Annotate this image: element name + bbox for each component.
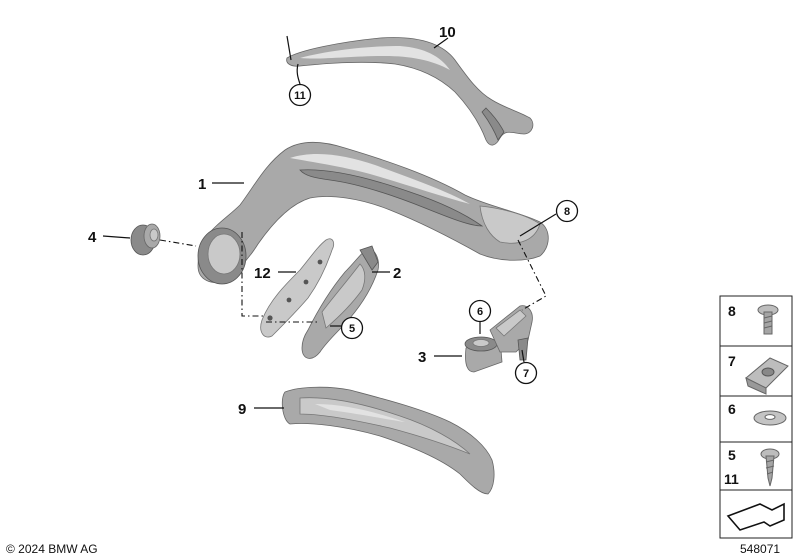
callout-11-circle <box>288 83 312 107</box>
leader-lines <box>102 37 557 409</box>
part-3-mount <box>464 305 533 373</box>
assembly-lines <box>159 232 547 323</box>
torx-screw-icon <box>757 304 779 335</box>
callout-9: 9 <box>238 401 246 418</box>
part-4-grommet <box>130 223 161 256</box>
legend-label-5: 5 <box>728 447 736 463</box>
copyright-text: © 2024 BMW AG <box>6 542 98 556</box>
callout-4: 4 <box>88 229 97 246</box>
callouts: 1 2 3 4 9 10 12 11 5 6 7 8 <box>88 24 579 418</box>
clip-nut-icon <box>745 357 789 395</box>
callout-7: 7 <box>523 368 529 380</box>
callout-6-circle <box>468 299 492 323</box>
part-2-bracket <box>301 245 379 359</box>
callout-6: 6 <box>477 306 483 318</box>
callout-11: 11 <box>294 90 306 102</box>
hardware-legend: 8 7 6 5 11 <box>719 295 793 539</box>
legend-row-screw-5-11 <box>719 441 793 491</box>
callout-5: 5 <box>349 323 355 335</box>
diagram-number: 548071 <box>740 542 780 556</box>
callout-3: 3 <box>418 349 426 366</box>
part-10-upper-handle <box>286 35 534 146</box>
legend-label-7: 7 <box>728 353 736 369</box>
callout-2: 2 <box>393 265 401 282</box>
legend-label-11: 11 <box>724 471 739 487</box>
callout-8-circle <box>555 199 579 223</box>
washer-icon <box>753 410 787 426</box>
callout-1: 1 <box>198 176 206 193</box>
legend-label-6: 6 <box>728 401 736 417</box>
legend-label-8: 8 <box>728 303 736 319</box>
arrow-icon <box>726 502 785 531</box>
part-12-strip <box>260 238 334 338</box>
tapping-screw-icon <box>760 448 780 487</box>
part-9-lower-cover <box>281 386 495 495</box>
callout-12: 12 <box>254 265 271 282</box>
part-1-main-handle <box>197 141 549 285</box>
callout-5-circle <box>340 316 364 340</box>
callout-7-circle <box>514 361 538 385</box>
legend-row-screw-8 <box>719 295 793 347</box>
callout-10: 10 <box>439 24 456 41</box>
callout-8: 8 <box>564 206 570 218</box>
